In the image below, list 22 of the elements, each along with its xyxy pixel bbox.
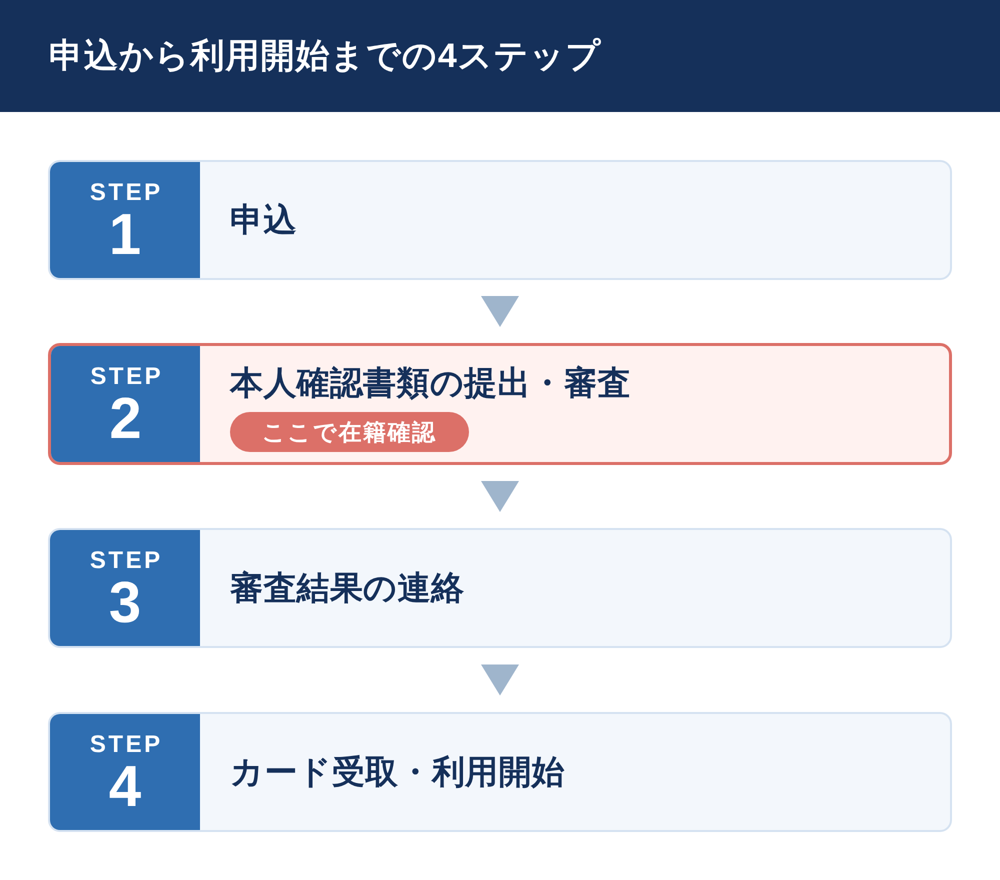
step-title: 審査結果の連絡 bbox=[230, 568, 464, 608]
step-label: STEP bbox=[90, 180, 163, 206]
step-title: カード受取・利用開始 bbox=[230, 752, 565, 792]
step-tab bbox=[51, 346, 200, 462]
step-title: 本人確認書類の提出・審査 bbox=[230, 363, 631, 403]
step-number: 3 bbox=[108, 574, 142, 632]
step-number: 1 bbox=[108, 206, 142, 264]
step-label: STEP bbox=[90, 732, 163, 758]
step-card bbox=[48, 712, 952, 832]
step-card bbox=[48, 528, 952, 648]
step-tab bbox=[50, 530, 200, 646]
badge: ここで在籍確認 bbox=[230, 412, 468, 452]
step-label: STEP bbox=[90, 548, 163, 574]
step-card bbox=[48, 160, 952, 280]
page-title: 申込から利用開始までの4ステップ bbox=[49, 36, 602, 77]
step-number: 2 bbox=[109, 390, 142, 448]
step-tab bbox=[50, 162, 200, 278]
step-tab bbox=[50, 714, 200, 830]
highlighted-step-card bbox=[48, 343, 952, 465]
step-title: 申込 bbox=[230, 200, 297, 240]
step-label: STEP bbox=[90, 364, 164, 390]
step-number: 4 bbox=[108, 758, 142, 816]
